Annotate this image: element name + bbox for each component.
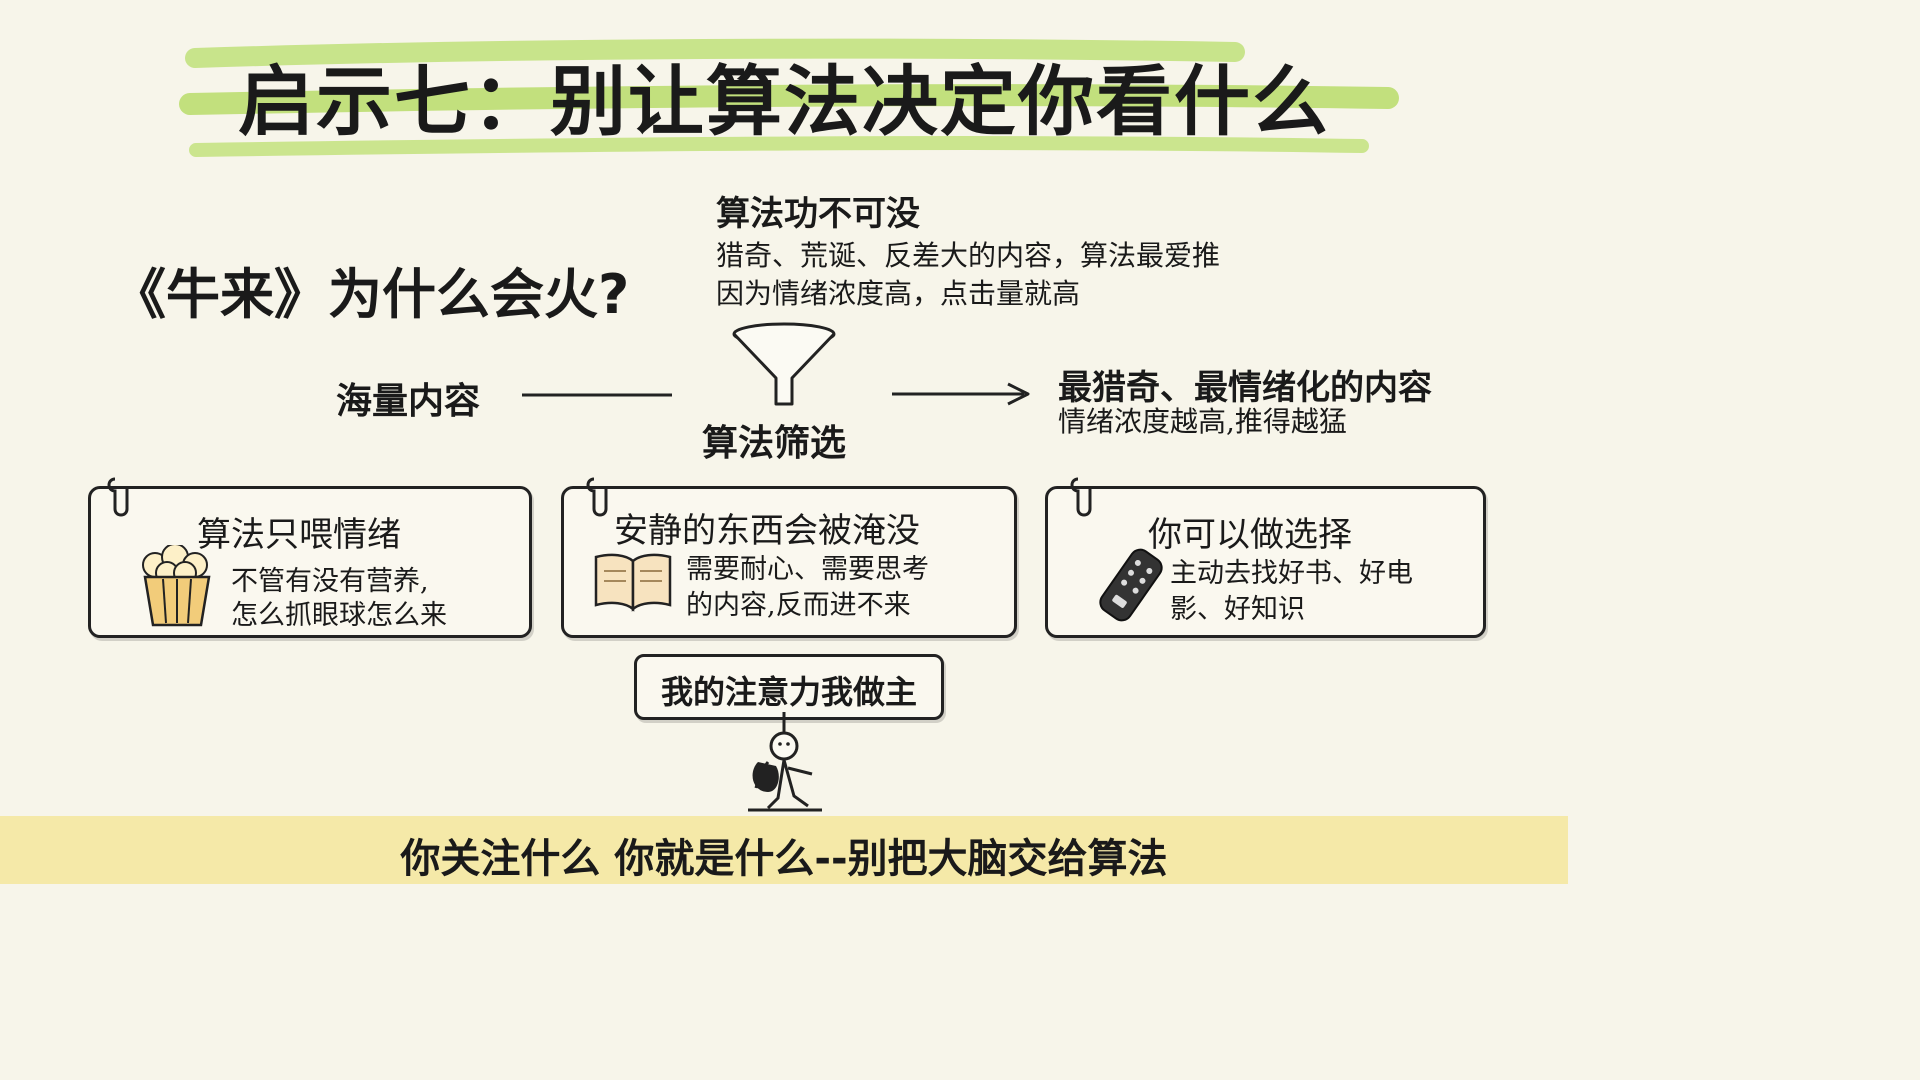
remote-control-icon	[1099, 548, 1163, 622]
flow-line	[522, 393, 672, 397]
attention-sign: 我的注意力我做主	[634, 654, 944, 720]
flow-arrow	[892, 382, 1030, 406]
popcorn-icon	[142, 545, 211, 627]
book-icon	[594, 553, 672, 612]
card-title: 算法只喂情绪	[197, 515, 401, 555]
person-holding-sign-icon	[748, 712, 822, 812]
card-line-2: 的内容,反而进不来	[686, 590, 911, 621]
merit-heading: 算法功不可没	[716, 194, 920, 234]
flow-input-label: 海量内容	[336, 381, 481, 422]
card-title: 你可以做选择	[1148, 515, 1352, 555]
highlighter-strokes	[179, 38, 1399, 157]
card-emotion-feed: 算法只喂情绪 不管有没有营养, 怎么抓眼球怎么来	[88, 477, 532, 638]
card-line-1: 不管有没有营养,	[231, 566, 429, 597]
attention-sign-text: 我的注意力我做主	[660, 673, 917, 711]
pin-icon	[1070, 477, 1092, 517]
card-line-1: 主动去找好书、好电	[1170, 558, 1413, 589]
flow-output-sub: 情绪浓度越高,推得越猛	[1058, 405, 1347, 438]
card-line-2: 影、好知识	[1170, 594, 1305, 625]
page-title: 启示七：别让算法决定你看什么	[238, 57, 1330, 146]
pin-icon	[586, 477, 608, 517]
merit-line-2: 因为情绪浓度高，点击量就高	[716, 277, 1081, 310]
pin-icon	[107, 477, 129, 517]
card-line-1: 需要耐心、需要思考	[686, 554, 929, 585]
card-title: 安静的东西会被淹没	[614, 511, 920, 551]
flow-output-heading: 最猎奇、最情绪化的内容	[1058, 368, 1432, 408]
bottom-banner: 你关注什么 你就是什么--别把大脑交给算法	[0, 816, 1568, 884]
card-quiet-content: 安静的东西会被淹没 需要耐心、需要思考 的内容,反而进不来	[561, 477, 1017, 638]
merit-line-1: 猎奇、荒诞、反差大的内容，算法最爱推	[716, 239, 1221, 272]
question-heading: 《牛来》为什么会火?	[112, 263, 630, 326]
card-line-2: 怎么抓眼球怎么来	[231, 600, 447, 631]
funnel-icon	[732, 322, 836, 406]
card-make-choice: 你可以做选择 主动去找好书、好电 影、好知识	[1045, 477, 1486, 638]
banner-text: 你关注什么 你就是什么--别把大脑交给算法	[400, 836, 1168, 882]
title-area: 启示七：别让算法决定你看什么	[0, 0, 1568, 170]
flow-filter-label: 算法筛选	[702, 423, 847, 464]
